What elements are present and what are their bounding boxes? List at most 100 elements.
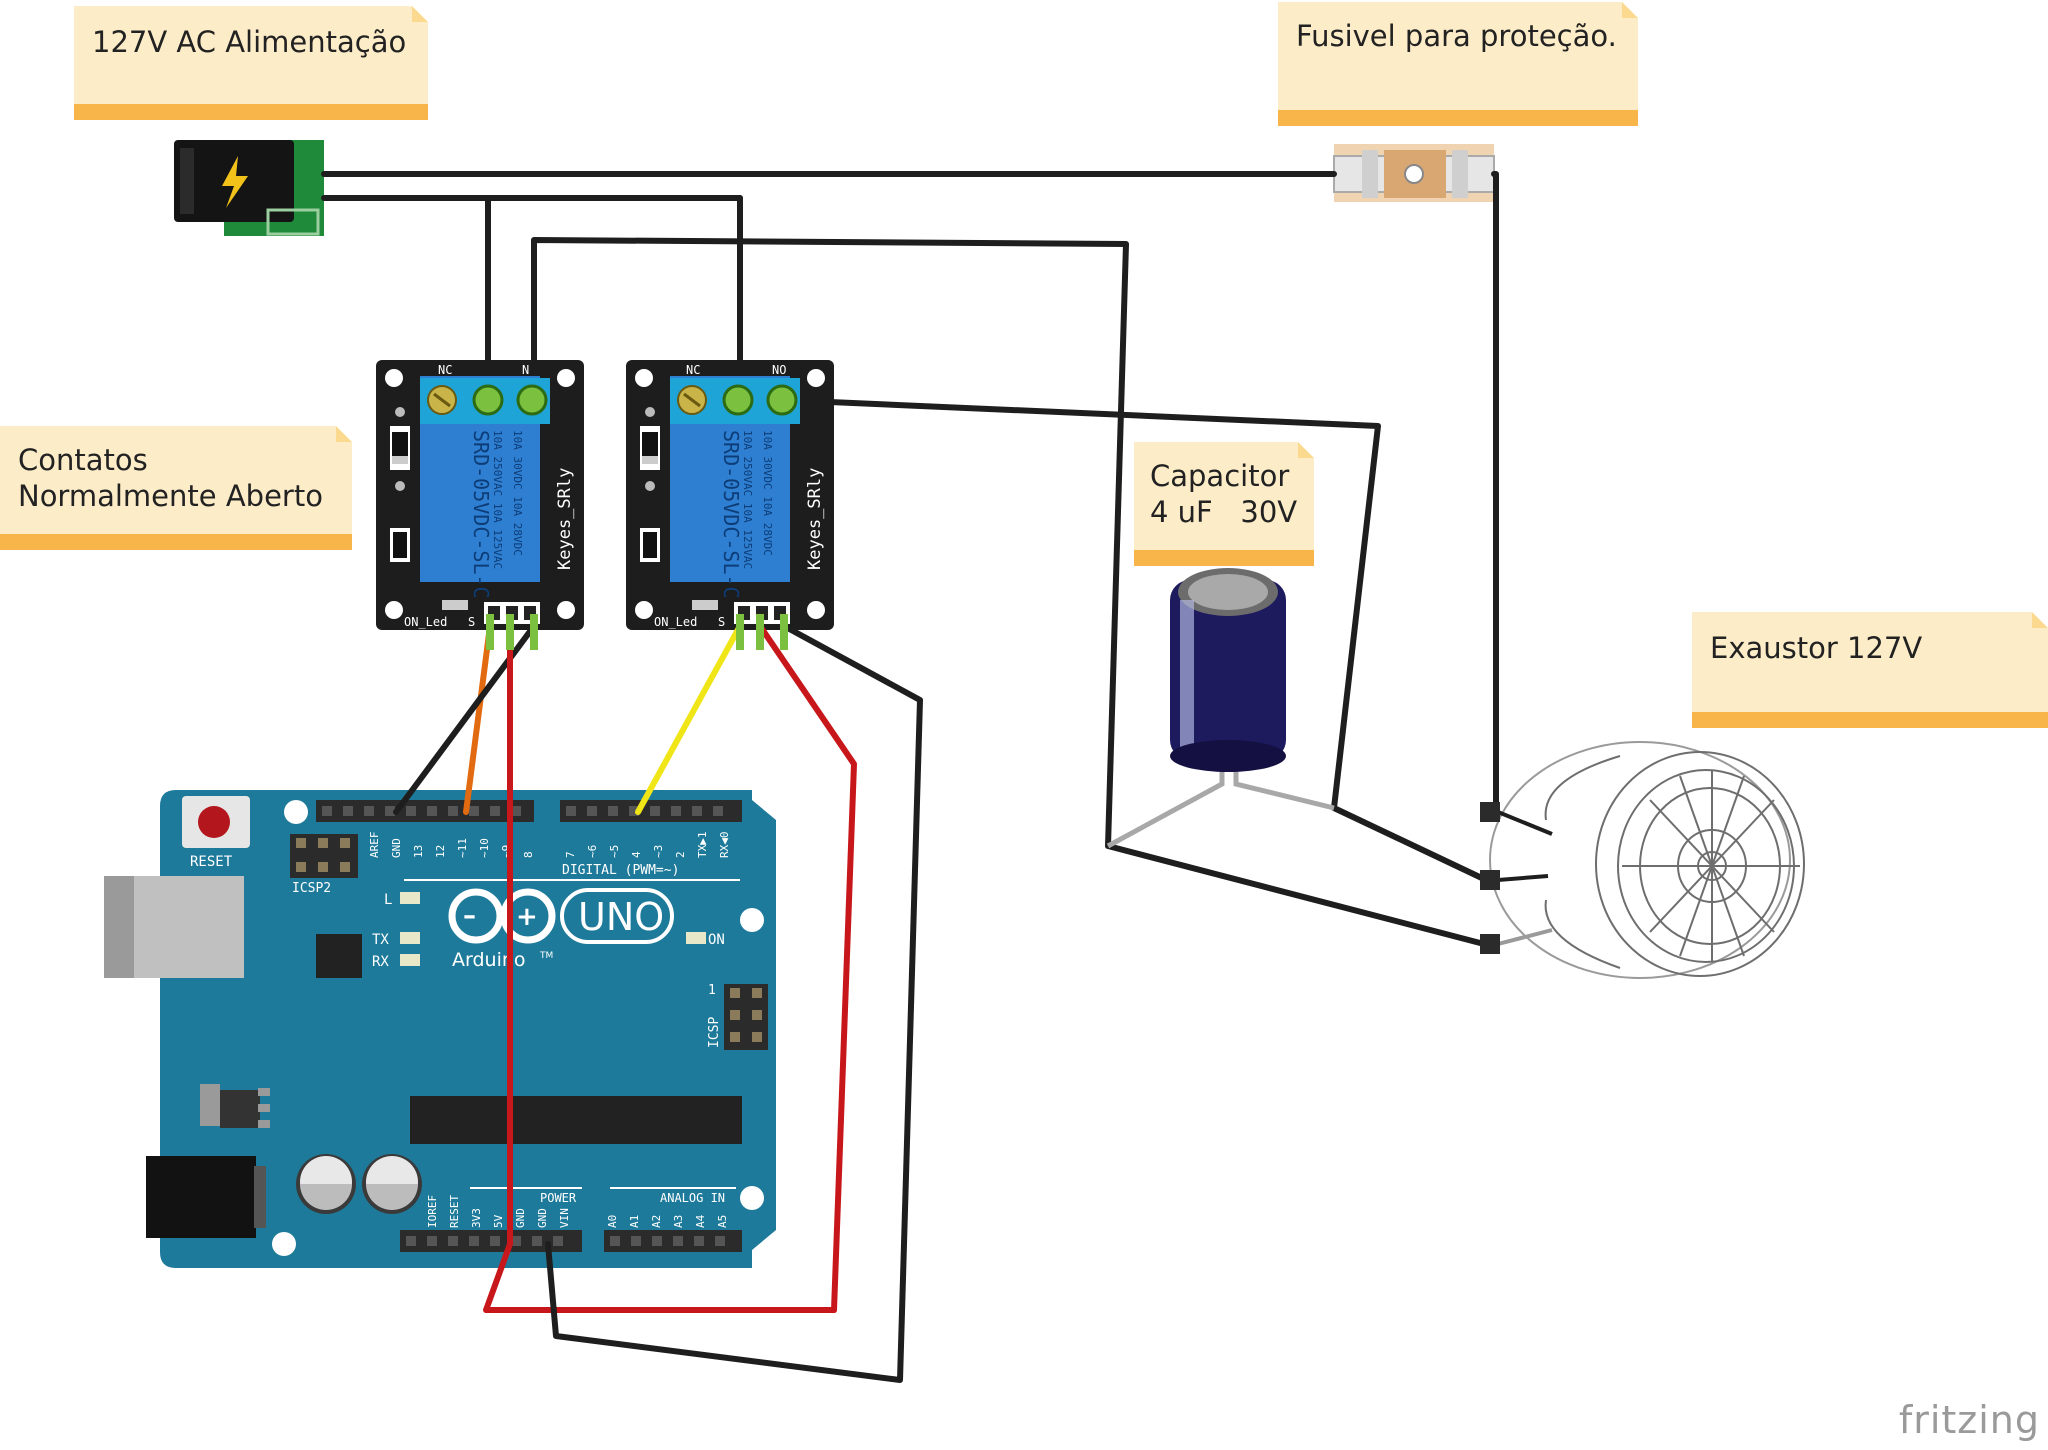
relay-s-label: S bbox=[718, 615, 725, 629]
arduino-pin-label: 13 bbox=[412, 845, 425, 858]
note-fold bbox=[336, 426, 352, 442]
relay-module-1: NC N SRD-05VDC-SL-C 10A 250VAC 10A 125VA… bbox=[376, 360, 584, 630]
lightning-icon bbox=[222, 156, 248, 208]
relay-brand-text: Keyes_SRly bbox=[805, 468, 825, 570]
note-capacitor: Capacitor 4 uF 30V bbox=[1134, 442, 1314, 566]
arduino-pin-label: A3 bbox=[672, 1215, 685, 1228]
note-bar bbox=[1692, 712, 2048, 728]
arduino-pin-label: GND bbox=[390, 838, 403, 858]
power-label: POWER bbox=[540, 1191, 577, 1205]
relay-onled-label: ON_Led bbox=[404, 615, 447, 629]
relay-model-text: SRD-05VDC-SL-C bbox=[719, 430, 743, 599]
arduino-pin-label: 5V bbox=[492, 1214, 505, 1228]
fuse bbox=[1333, 144, 1495, 202]
power-jack bbox=[174, 140, 324, 236]
trademark-label: TM bbox=[539, 951, 553, 961]
icsp-label: ICSP bbox=[707, 1017, 722, 1048]
arduino-pin-label: TX▶1 bbox=[696, 832, 709, 859]
note-power-text: 127V AC Alimentação bbox=[92, 25, 407, 59]
relay-model-text: SRD-05VDC-SL-C bbox=[469, 430, 493, 599]
note-bar bbox=[1278, 110, 1638, 126]
icsp-pin1-label: 1 bbox=[708, 983, 716, 998]
note-bar bbox=[1134, 550, 1314, 566]
relay-s-label: S bbox=[468, 615, 475, 629]
wire-black-gnd-2 bbox=[545, 623, 923, 1383]
relay-no-label: N bbox=[522, 363, 529, 377]
arduino-pin-label: 2 bbox=[674, 851, 687, 858]
wire-red-5v-1 bbox=[483, 623, 837, 1313]
reset-label: RESET bbox=[190, 854, 233, 870]
arduino-pin-label: A5 bbox=[716, 1215, 729, 1228]
arduino-pin-label: 4 bbox=[630, 851, 643, 858]
relay-ratings2-text: 10A 30VDC 10A 28VDC bbox=[511, 430, 524, 556]
relay-ratings1-text: 10A 250VAC 10A 125VAC bbox=[491, 430, 504, 569]
arduino-pin-label: A1 bbox=[628, 1215, 641, 1228]
arduino-pin-label: ~5 bbox=[608, 845, 621, 858]
relay-module-2: NC NO SRD-05VDC-SL-C 10A 250VAC 10A 125V… bbox=[626, 360, 834, 630]
arduino-brand-label: Arduino bbox=[452, 949, 526, 971]
arduino-pin-label: IOREF bbox=[426, 1195, 439, 1228]
on-led-label: ON bbox=[708, 932, 725, 948]
arduino-pin-label: GND bbox=[514, 1208, 527, 1228]
note-fan: Exaustor 127V bbox=[1692, 612, 2048, 728]
plus-icon: + bbox=[516, 902, 538, 932]
arduino-pin-label: GND bbox=[536, 1208, 549, 1228]
arduino-pin-label: RX◀0 bbox=[718, 832, 731, 859]
arduino-pin-label: A2 bbox=[650, 1215, 663, 1228]
note-bar bbox=[74, 104, 428, 120]
l-led-label: L bbox=[384, 892, 392, 908]
note-contacts-line2: Normalmente Aberto bbox=[18, 479, 323, 513]
note-capacitor-line2: 4 uF 30V bbox=[1150, 495, 1298, 529]
wire-yellow bbox=[635, 623, 743, 815]
note-fan-text: Exaustor 127V bbox=[1710, 631, 1923, 665]
arduino-pin-label: ~10 bbox=[478, 838, 491, 858]
relay-onled-label: ON_Led bbox=[654, 615, 697, 629]
icsp2-label: ICSP2 bbox=[292, 881, 331, 896]
arduino-pin-label: A0 bbox=[606, 1215, 619, 1228]
arduino-uno-board: RESET ICSP2 DIGITAL (PWM=~) – + UNO Ardu… bbox=[104, 790, 776, 1268]
note-fold bbox=[1298, 442, 1314, 458]
arduino-pin-label: 12 bbox=[434, 845, 447, 858]
arduino-pin-label: AREF bbox=[368, 832, 381, 859]
wire-red-5v-2 bbox=[757, 623, 857, 1313]
arduino-pin-label: A4 bbox=[694, 1214, 707, 1228]
relay-nc-label: NC bbox=[438, 363, 452, 377]
analog-in-label: ANALOG IN bbox=[660, 1191, 725, 1205]
wire-black-gnd bbox=[393, 623, 537, 815]
arduino-pin-label: 3V3 bbox=[470, 1208, 483, 1228]
note-fold bbox=[1622, 2, 1638, 18]
rx-led-label: RX bbox=[372, 954, 389, 970]
wire-orange bbox=[463, 623, 493, 815]
note-contacts: Contatos Normalmente Aberto bbox=[0, 426, 352, 550]
exhaust-fan bbox=[1489, 741, 1805, 979]
relay-no-label: NO bbox=[772, 363, 786, 377]
note-bar bbox=[0, 534, 352, 550]
relay-ratings2-text: 10A 30VDC 10A 28VDC bbox=[761, 430, 774, 556]
note-power: 127V AC Alimentação bbox=[74, 6, 428, 120]
fritzing-brand: fritzing bbox=[1898, 1398, 2040, 1442]
tx-led-label: TX bbox=[372, 932, 389, 948]
note-contacts-line1: Contatos bbox=[18, 443, 148, 477]
wire-pin-ends bbox=[486, 614, 788, 650]
arduino-pin-label: ~11 bbox=[456, 838, 469, 858]
digital-label: DIGITAL (PWM=~) bbox=[562, 863, 679, 878]
capacitor bbox=[1106, 568, 1335, 849]
relay-ratings1-text: 10A 250VAC 10A 125VAC bbox=[741, 430, 754, 569]
arduino-pin-label: VIN bbox=[558, 1208, 571, 1228]
relay-nc-label: NC bbox=[686, 363, 700, 377]
relay-brand-text: Keyes_SRly bbox=[555, 468, 575, 570]
note-capacitor-line1: Capacitor bbox=[1150, 459, 1290, 493]
arduino-pin-label: ~3 bbox=[652, 845, 665, 858]
control-wires bbox=[393, 623, 923, 1383]
minus-icon: – bbox=[463, 901, 476, 931]
note-fuse-text: Fusivel para proteção. bbox=[1296, 19, 1617, 53]
note-fold bbox=[412, 6, 428, 22]
fan-terminals bbox=[1480, 802, 1553, 954]
note-fold bbox=[2032, 612, 2048, 628]
arduino-pin-label: 8 bbox=[522, 851, 535, 858]
arduino-pin-label: RESET bbox=[448, 1195, 461, 1228]
bottom-pin-labels: IOREF RESET 3V3 5V GND GND VIN A0 A1 A2 A3 A4 A5 bbox=[426, 1195, 729, 1228]
note-fuse: Fusivel para proteção. bbox=[1278, 2, 1638, 126]
